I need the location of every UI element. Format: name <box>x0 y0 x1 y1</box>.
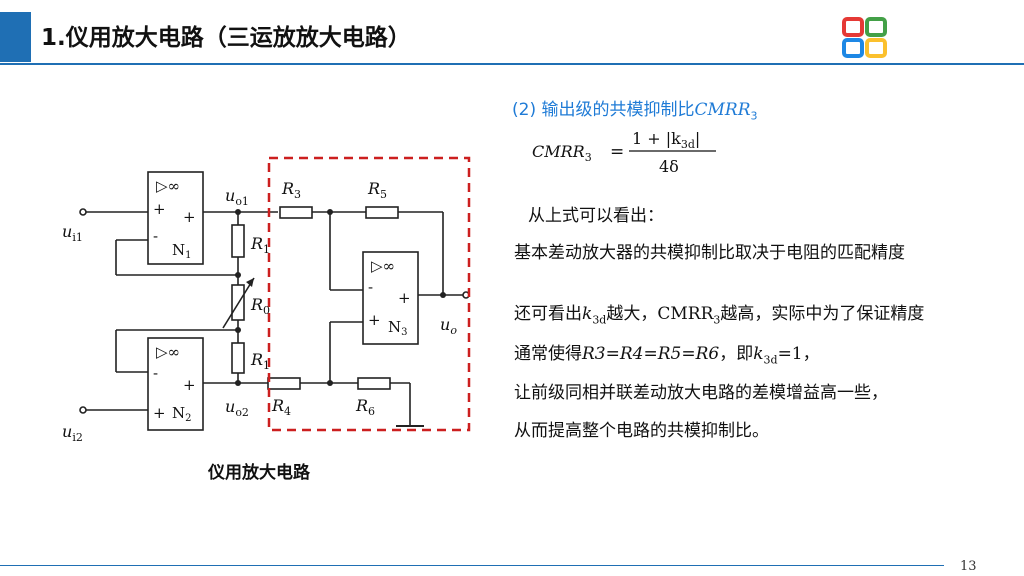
output-stage-dashed-box <box>267 156 471 432</box>
resistor-r4 <box>267 377 301 390</box>
n1-plus-output: + <box>183 208 196 226</box>
formula-lhs: CMRR3 <box>532 142 592 164</box>
instrumentation-amplifier-circuit: ▷∞ + + - N1 ▷∞ - + + N2 ▷∞ - + + N3 ui1 … <box>62 156 471 444</box>
n3-triangle-infinity: ▷∞ <box>371 257 395 275</box>
resistor-r3 <box>279 206 313 219</box>
formula-denominator: 4δ <box>659 157 679 176</box>
n2-minus-input: - <box>153 364 158 382</box>
text-line-2: 基本差动放大器的共模抑制比取决于电阻的匹配精度 <box>514 243 905 263</box>
opamp-n2 <box>147 337 204 431</box>
opamp-n1 <box>147 171 204 265</box>
n1-triangle-infinity: ▷∞ <box>156 177 180 195</box>
formula-equals: = <box>610 142 624 162</box>
n1-label: N1 <box>172 241 192 261</box>
slide-header: 1.仪用放大电路（三运放放大电路） <box>0 0 1024 68</box>
n3-minus-input: - <box>368 278 373 296</box>
input-terminal-ui1 <box>79 208 87 216</box>
section-title: (2) 输出级的共模抑制比CMRR3 <box>512 100 758 123</box>
resistor-r5 <box>365 206 399 219</box>
text-line-5: 让前级同相并联差动放大电路的差模增益高一些， <box>514 383 888 403</box>
n1-plus-input: + <box>153 200 166 218</box>
n2-triangle-infinity: ▷∞ <box>156 343 180 361</box>
label-r5: R5 <box>367 179 387 201</box>
n3-label: N3 <box>388 318 408 338</box>
label-r4: R4 <box>271 396 291 418</box>
label-ui2: ui2 <box>62 422 83 444</box>
label-r6: R6 <box>355 396 375 418</box>
resistor-r6 <box>357 377 391 390</box>
header-accent-bar <box>0 12 31 62</box>
header-divider <box>0 63 1024 65</box>
n2-plus-input: + <box>153 404 166 422</box>
n2-label: N2 <box>172 404 192 424</box>
label-r3: R3 <box>281 179 301 201</box>
n3-plus-output: + <box>398 289 411 307</box>
input-terminal-ui2 <box>79 406 87 414</box>
footer-divider <box>0 565 944 566</box>
resistor-r1-bottom <box>231 342 245 374</box>
slide-title: 1.仪用放大电路（三运放放大电路） <box>41 25 411 51</box>
page-number: 13 <box>960 559 977 574</box>
cmrr3-formula: CMRR3 = 1 + |k3d| 4δ <box>532 129 716 176</box>
circuit-caption: 仪用放大电路 <box>208 463 310 483</box>
label-uo: uo <box>440 315 457 337</box>
n2-plus-output: + <box>183 376 196 394</box>
text-line-3: 还可看出k3d越大，CMRR3越高，实际中为了保证精度 <box>514 304 925 327</box>
label-r1-top: R1 <box>250 234 270 256</box>
label-r0: R0 <box>250 295 270 317</box>
label-ui1: ui1 <box>62 222 83 244</box>
label-uo1: uo1 <box>225 186 249 208</box>
grid-logo-icon <box>842 17 887 58</box>
resistor-r1-top <box>231 224 245 258</box>
text-line-4: 通常使得R3=R4=R5=R6，即k3d=1， <box>514 344 820 367</box>
label-r1-bottom: R1 <box>250 350 270 372</box>
text-line-6: 从而提高整个电路的共模抑制比。 <box>514 421 769 441</box>
label-uo2: uo2 <box>225 397 249 419</box>
n1-minus-input: - <box>153 227 158 245</box>
n3-plus-input: + <box>368 311 381 329</box>
text-line-1: 从上式可以看出： <box>528 206 664 226</box>
opamp-n3 <box>362 251 419 345</box>
formula-numerator: 1 + |k3d| <box>632 129 700 151</box>
